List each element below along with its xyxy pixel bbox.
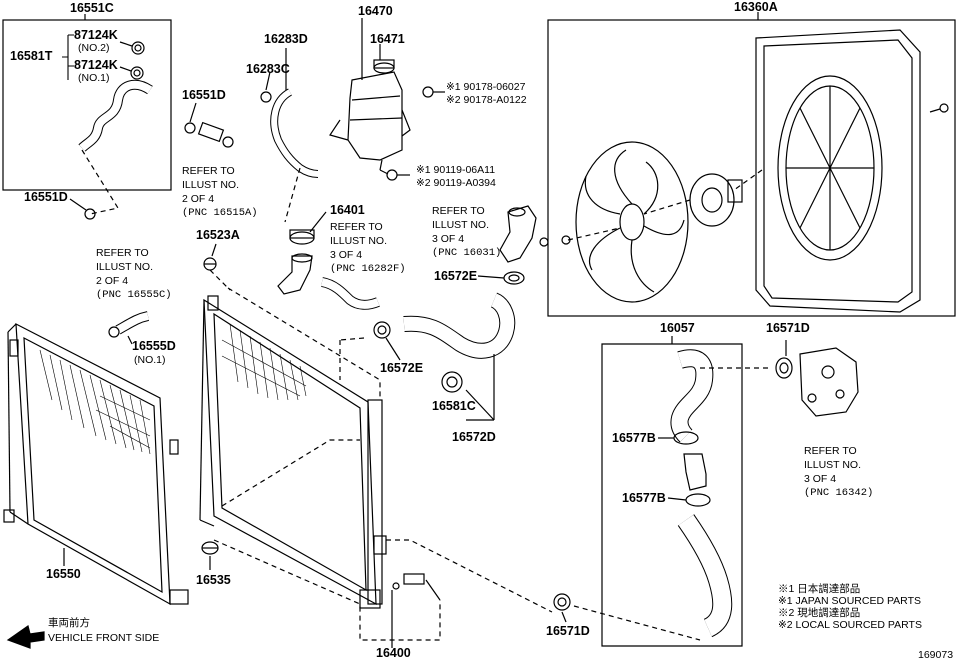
refer-note-line: ILLUST NO. [330,235,387,247]
bolt-ref-top-1: ※1 90178-06027 [446,81,526,93]
group-box-16057 [601,343,743,647]
gasket-16581C [441,371,463,393]
condenser-fins [39,349,151,455]
refer-note-line: 3 OF 4 [330,249,363,261]
label-16581T: 16581T [10,49,53,63]
legend-line-4: ※2 LOCAL SOURCED PARTS [778,619,922,631]
refer-note-16515A: REFER TO ILLUST NO. 2 OF 4 (PNC 16515A) [182,164,258,220]
refer-note-pnc: (PNC 16031) [432,247,502,259]
clip-16283C [260,91,272,103]
radiator-fins [221,323,307,401]
clamp-16571D-lower [553,593,571,611]
label-16360A: 16360A [734,0,778,14]
label-87124K-no1: 87124K [74,58,118,72]
label-16551D-lower: 16551D [24,190,68,204]
clamp-16572E-lower [373,321,391,339]
label-16283D: 16283D [264,32,308,46]
label-87124K-no1-sub: (NO.1) [78,72,110,84]
label-16572D: 16572D [452,430,496,444]
bolt-90119 [379,169,410,181]
label-16577B-upper: 16577B [612,431,656,445]
label-16551C: 16551C [70,1,114,15]
label-16550: 16550 [46,567,81,581]
drain-cock [392,573,425,590]
refer-note-16031: REFER TO ILLUST NO. 3 OF 4 (PNC 16031) [432,204,501,260]
refer-note-16342: REFER TO ILLUST NO. 3 OF 4 (PNC 16342) [804,444,873,500]
label-16555D-sub: (NO.1) [134,354,166,366]
front-arrow-icon [6,625,45,649]
refer-note-pnc: (PNC 16342) [804,487,874,499]
bolt-90178 [422,86,445,98]
refer-note-line: 2 OF 4 [96,275,129,287]
cushion-16535 [201,541,219,555]
refer-note-line: 2 OF 4 [182,193,215,205]
label-16283C: 16283C [246,62,290,76]
filler-neck [277,253,313,295]
fitting-16551D [184,121,234,148]
refer-note-line: REFER TO [804,445,857,457]
label-16572E-lower: 16572E [380,361,424,375]
label-16401: 16401 [330,203,365,217]
cap-16471 [373,59,395,74]
refer-note-pnc: (PNC 16282F) [330,263,406,275]
label-16571D-lower: 16571D [546,624,590,638]
label-16571D-upper: 16571D [766,321,810,335]
hose-connector [683,453,707,491]
fan-shroud [755,29,921,313]
condenser-16550 [3,322,189,606]
radiator-16400 [199,295,387,609]
label-16471: 16471 [370,32,405,46]
refer-note-line: 3 OF 4 [804,473,837,485]
refer-note-line: ILLUST NO. [432,219,489,231]
legend-line-2: ※1 JAPAN SOURCED PARTS [778,595,921,607]
refer-note-line: REFER TO [432,205,485,217]
bolt-ref-top-2: ※2 90178-A0122 [446,94,527,106]
refer-note-pnc: (PNC 16555C) [96,289,172,301]
water-inlet [499,205,537,263]
illustration-number: 169073 [918,649,954,661]
refer-note-line: ILLUST NO. [804,459,861,471]
clamp-87124K-no1 [130,66,144,80]
refer-note-line: REFER TO [96,247,149,259]
group-box-16551C [2,19,172,191]
label-87124K-no2-sub: (NO.2) [78,42,110,54]
label-16581C: 16581C [432,399,476,413]
label-16470: 16470 [358,4,393,18]
label-16555D: 16555D [132,339,176,353]
fan-blade [575,141,689,303]
legend-line-1: ※1 日本調達部品 [778,583,861,595]
label-16572E-upper: 16572E [434,269,478,283]
refer-note-line: 3 OF 4 [432,233,465,245]
label-16577B-lower: 16577B [622,491,666,505]
bolt-ref-mid-1: ※1 90119-06A11 [416,164,496,176]
refer-note-line: ILLUST NO. [182,179,239,191]
label-87124K-no2: 87124K [74,28,118,42]
refer-note-16555C: REFER TO ILLUST NO. 2 OF 4 (PNC 16555C) [96,246,172,302]
refer-note-16282F: REFER TO ILLUST NO. 3 OF 4 (PNC 16282F) [330,220,406,276]
clamp-16571D-upper [775,357,793,379]
group-box-16360A [547,19,956,317]
legend-line-3: ※2 現地調達部品 [778,607,861,619]
refer-note-line: ILLUST NO. [96,261,153,273]
front-label-jp: 車両前方 [48,617,90,629]
bolt-ref-mid-2: ※2 90119-A0394 [416,177,496,189]
refer-note-pnc: (PNC 16515A) [182,207,258,219]
label-16551D-upper: 16551D [182,88,226,102]
reservoir-16470 [347,71,403,161]
label-16057: 16057 [660,321,695,335]
refer-note-line: REFER TO [330,221,383,233]
label-16535: 16535 [196,573,231,587]
clamp-87124K-no2 [131,41,145,55]
water-outlet-16342 [799,347,859,417]
label-16523A: 16523A [196,228,240,242]
bolt-shroud [929,103,949,113]
front-label-en: VEHICLE FRONT SIDE [48,632,160,644]
refer-note-line: REFER TO [182,165,235,177]
label-16400: 16400 [376,646,411,660]
